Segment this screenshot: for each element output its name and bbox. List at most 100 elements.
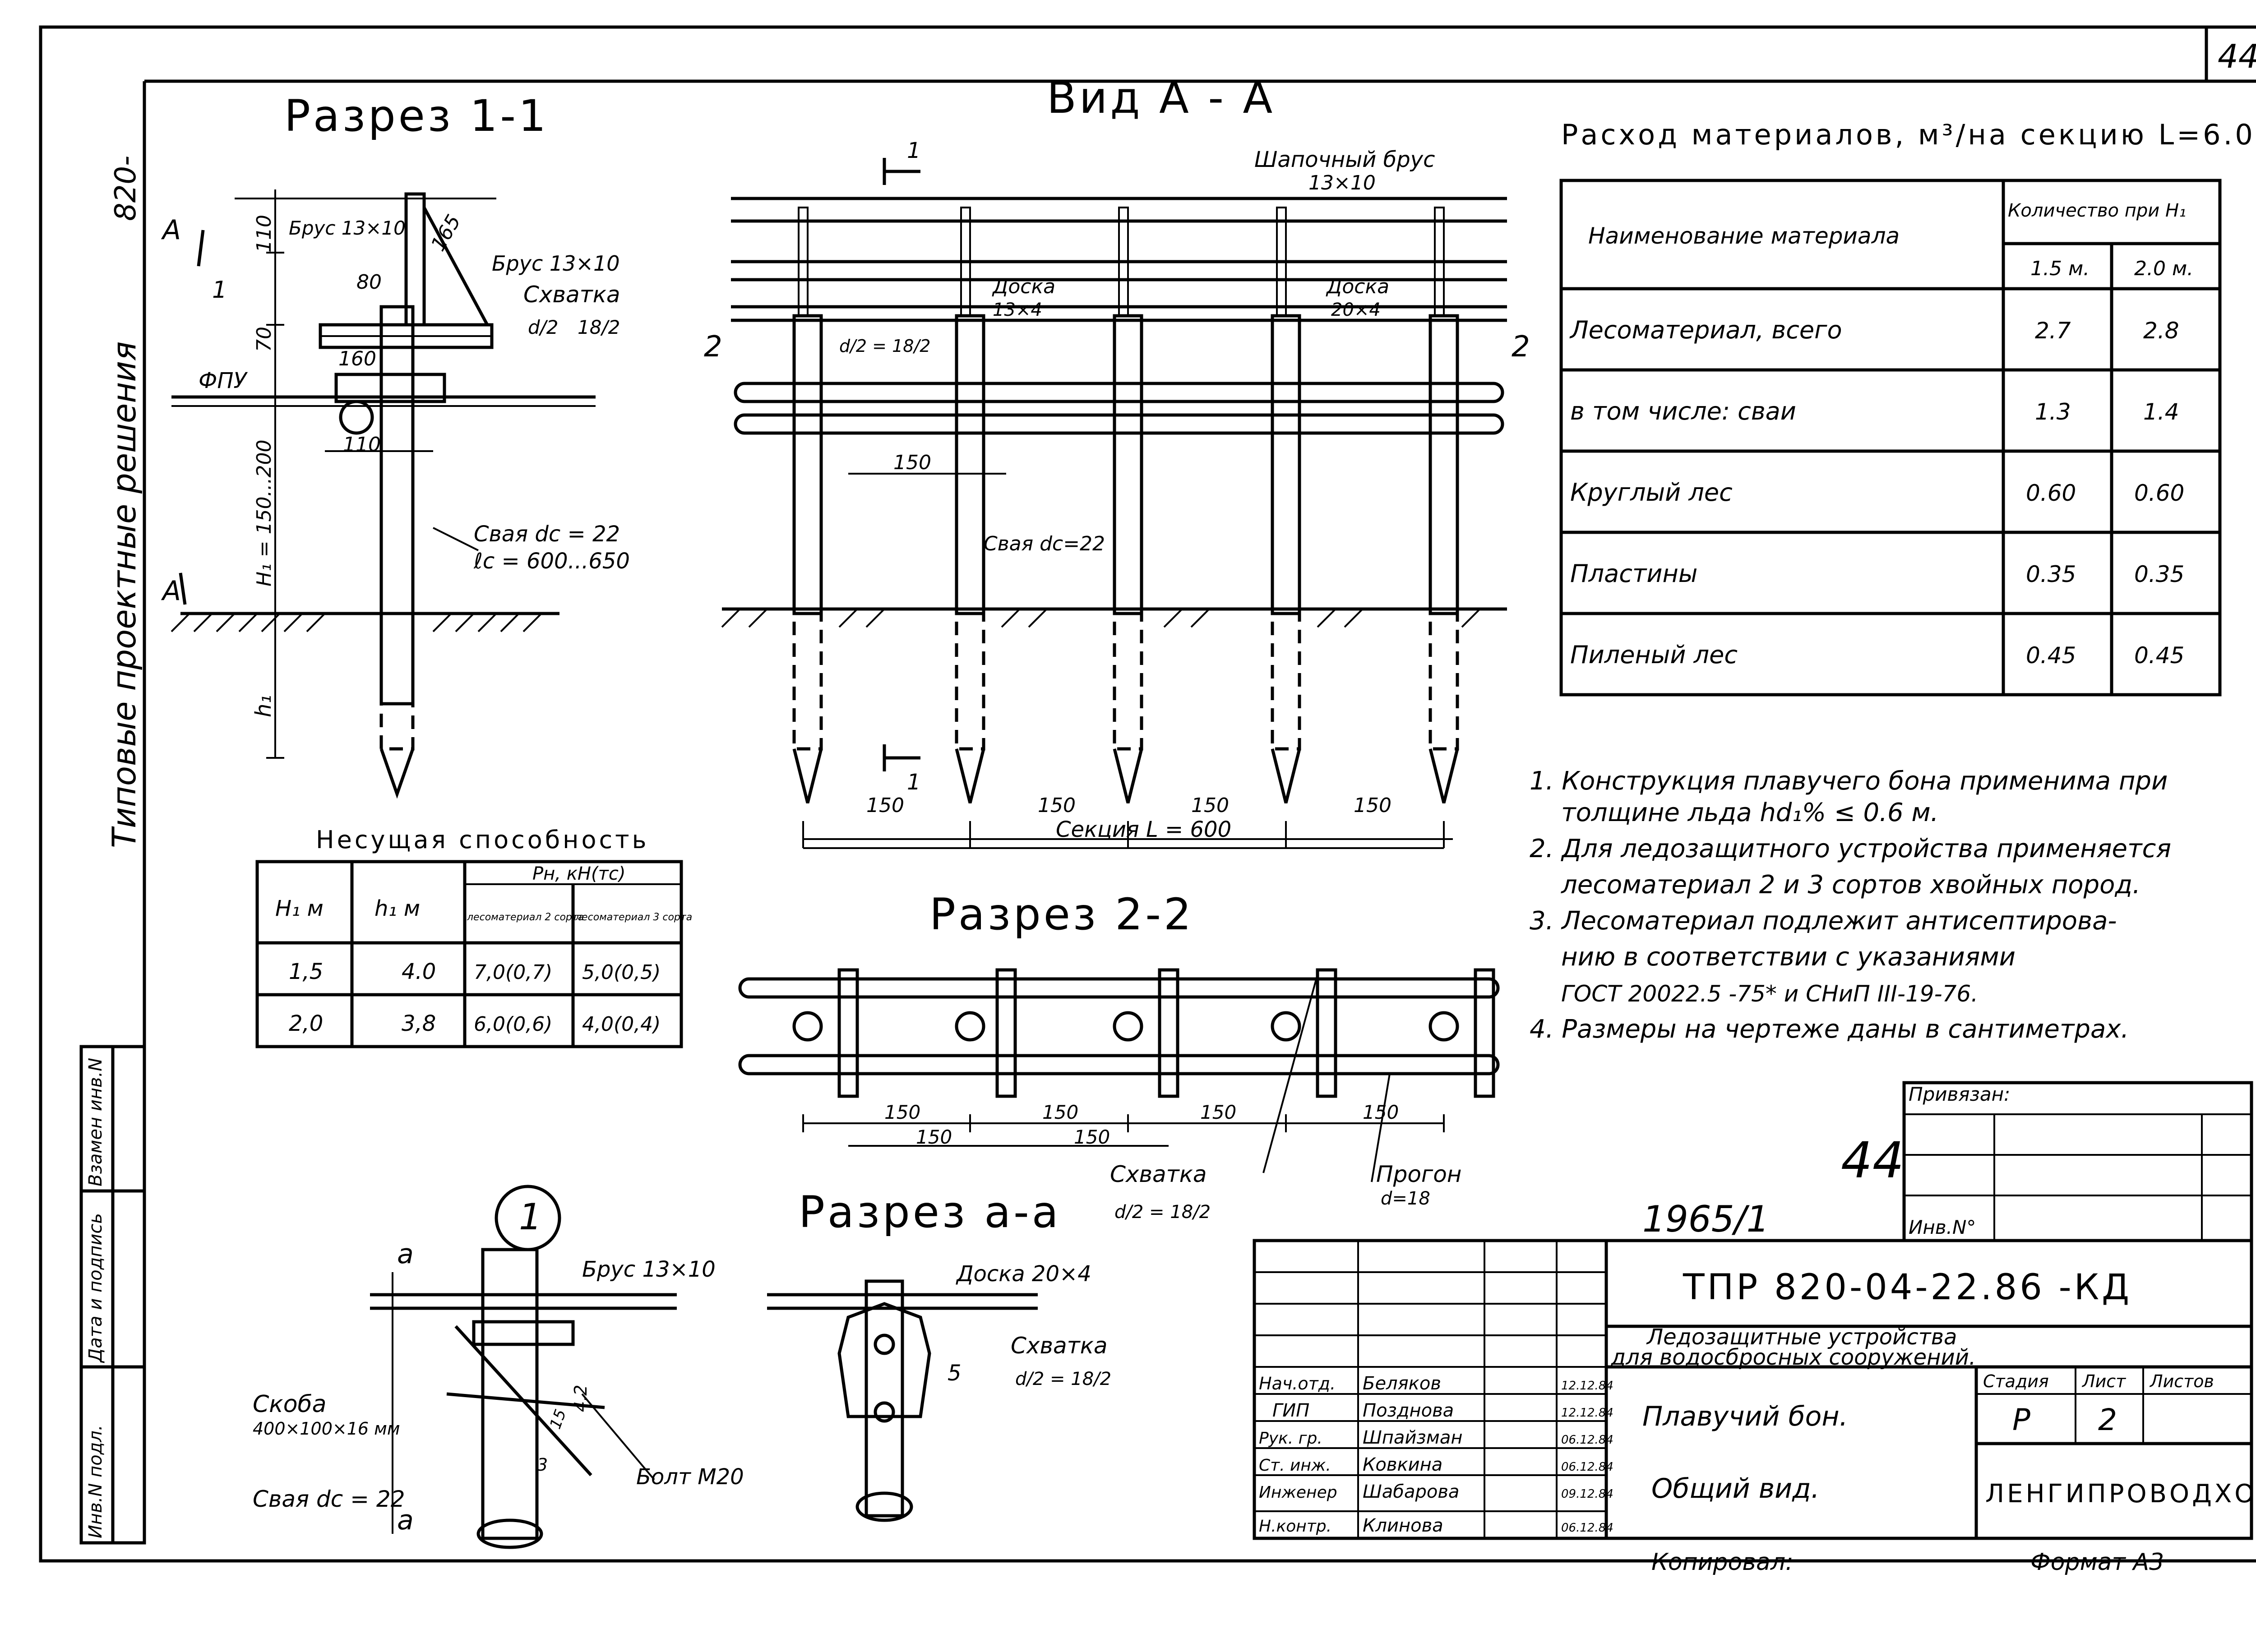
materials-row-name: Пиленый лес	[1570, 641, 1738, 669]
clamp-label: Схватка	[523, 281, 620, 308]
dim-70: 70	[253, 327, 276, 352]
pile-length: ℓс = 600...650	[473, 549, 630, 574]
view-dim-3: 150	[1191, 794, 1229, 817]
board1-label: Доска	[992, 275, 1055, 298]
stamp-date: 09.12.84	[1561, 1487, 1613, 1501]
node-dim: 4.2	[571, 1385, 591, 1412]
capacity-table-grid	[255, 860, 683, 1048]
materials-col-20: 2.0 м.	[2134, 257, 2193, 280]
s22-dim: 150	[1200, 1101, 1236, 1123]
title-block-grid	[1253, 1081, 2253, 1540]
stamp-stage-h: Стадия	[1983, 1371, 2049, 1391]
section-a-a-drawing	[767, 1279, 1038, 1522]
view-mark-bottom: 1	[907, 770, 921, 795]
stamp-sheet: 2	[2098, 1403, 2117, 1437]
materials-col-15: 1.5 м.	[2030, 257, 2090, 280]
stamp-bound: Привязан:	[1909, 1083, 2010, 1105]
view-clamp-frac: d/2 = 18/2	[839, 336, 930, 356]
materials-col-qty: Количество при H₁	[2008, 200, 2186, 221]
fpu-label: ФПУ	[199, 368, 248, 393]
node-beam: Брус 13×10	[582, 1257, 716, 1282]
note-line: 4. Размеры на чертеже даны в сантиметрах…	[1530, 1015, 2129, 1044]
s22-girder-d: d=18	[1381, 1188, 1430, 1209]
view-a-a-drawing	[721, 158, 1507, 849]
section-1-1-title: Разрез 1-1	[284, 91, 549, 141]
view-dim-4: 150	[1354, 794, 1392, 817]
stamp-code: ТПР 820-04-22.86 -КД	[1683, 1267, 2132, 1308]
s22-dim: 150	[916, 1126, 952, 1148]
dim-80: 80	[356, 271, 382, 294]
stamp-person: Беляков	[1363, 1373, 1441, 1394]
view-mark-top: 1	[907, 138, 921, 163]
node-pile: Свая dс = 22	[253, 1486, 405, 1512]
stamp-date: 12.12.84	[1561, 1406, 1613, 1420]
side-label: Типовые проектные решения	[105, 341, 143, 848]
left-stamp-replace: Взамен инв.N	[85, 1058, 106, 1186]
stamp-format: Формат А3	[2030, 1549, 2164, 1576]
note-line: 2. Для ледозащитного устройства применяе…	[1530, 834, 2171, 863]
dim-110-top: 110	[253, 215, 276, 253]
s22-dim: 150	[1042, 1101, 1078, 1123]
section-1-1-arrow-bottom: А	[161, 575, 181, 607]
stamp-sheet-h: Лист	[2081, 1371, 2127, 1391]
stamp-date: 06.12.84	[1561, 1521, 1613, 1535]
board2-label: Доска	[1326, 275, 1389, 298]
node-staple-size: 400×100×16 мм	[253, 1419, 400, 1439]
stamp-name2: Общий вид.	[1651, 1473, 1820, 1504]
stamp-date: 06.12.84	[1561, 1460, 1613, 1474]
capacity-cell-g2: 6,0(0,6)	[474, 1013, 552, 1036]
capacity-col-g3: лесоматериал 3 сорта	[575, 912, 692, 923]
dim-110-low: 110	[343, 433, 381, 456]
capacity-cell-H: 1,5	[289, 959, 323, 984]
note-line: 1. Конструкция плавучего бона применима …	[1530, 766, 2168, 796]
view-a-a-title: Вид А - А	[1047, 73, 1275, 123]
node-number: 1	[519, 1196, 542, 1238]
s22-girder: Прогон	[1376, 1161, 1461, 1187]
section-2-2-drawing	[738, 968, 1500, 1182]
capacity-cell-h: 4.0	[402, 959, 436, 984]
stamp-role: Инженер	[1259, 1483, 1337, 1502]
s-aa-clamp-frac: d/2 = 18/2	[1015, 1369, 1111, 1389]
capacity-col-h: h₁ м	[374, 896, 420, 921]
materials-row-v20: 0.60	[2134, 480, 2184, 506]
stamp-date: 06.12.84	[1561, 1433, 1613, 1447]
capacity-col-P: Pн, кН(тс)	[532, 863, 625, 884]
materials-title: Расход материалов, м³/на секцию L=6.0 м/	[1561, 118, 2256, 151]
capacity-col-g2: лесоматериал 2 сорта	[467, 912, 584, 923]
materials-row-v20: 0.35	[2134, 561, 2184, 587]
materials-row-v15: 1.3	[2035, 399, 2071, 425]
section-1-1-drawing	[171, 189, 596, 799]
note-line: толщине льда hd₁% ≤ 0.6 м.	[1561, 798, 1938, 827]
stamp-org: ЛЕНГИПРОВОДХОЗ	[1985, 1479, 2256, 1509]
stamp-person: Позднова	[1363, 1400, 1454, 1421]
left-stamp-inv: Инв.N подл.	[85, 1425, 106, 1538]
capacity-title: Несущая способность	[316, 826, 649, 854]
view-dim-2: 150	[1038, 794, 1076, 817]
view-pile-label: Свая dс=22	[984, 532, 1105, 555]
stamp-role: Нач.отд.	[1259, 1374, 1336, 1394]
section-1-1-cut-mark: 1	[212, 277, 227, 304]
materials-row-v15: 0.45	[2026, 642, 2076, 669]
board2-size: 20×4	[1331, 300, 1381, 320]
note-line: ГОСТ 20022.5 -75* и СНиП III-19-76.	[1561, 981, 1978, 1007]
dim-160: 160	[338, 347, 376, 370]
cap-beam-size: 13×10	[1308, 171, 1376, 194]
note-line: 3. Лесоматериал подлежит антисептирова-	[1530, 906, 2117, 936]
materials-row-name: Лесоматериал, всего	[1569, 316, 1842, 344]
node-cut-top: а	[397, 1238, 414, 1270]
stamp-title1: Ледозащитные устройства	[1646, 1324, 1957, 1350]
sheet-number: 44	[2218, 37, 2256, 75]
stamp-role: Рук. гр.	[1259, 1429, 1322, 1448]
materials-row-v15: 2.7	[2035, 318, 2071, 344]
s-aa-clamp: Схватка	[1011, 1333, 1108, 1359]
view-section-length: Секция L = 600	[1056, 817, 1231, 842]
capacity-cell-g3: 4,0(0,4)	[582, 1013, 661, 1036]
materials-row-v15: 0.35	[2026, 561, 2076, 587]
stamp-person: Ковкина	[1363, 1454, 1442, 1475]
node-dim: 3	[537, 1455, 548, 1475]
stamp-role: Ст. инж.	[1259, 1456, 1331, 1475]
node-staple: Скоба	[253, 1391, 326, 1418]
capacity-cell-g2: 7,0(0,7)	[474, 961, 552, 984]
stamp-copied: Копировал:	[1651, 1549, 1794, 1576]
